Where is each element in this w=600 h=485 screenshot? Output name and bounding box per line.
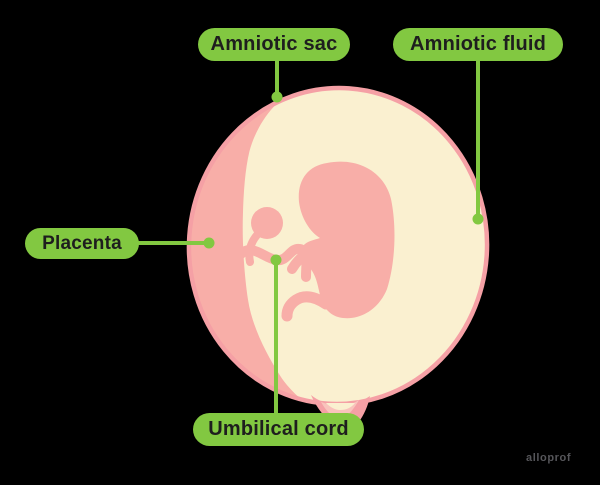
umbilical-cord-squiggle: [236, 243, 312, 282]
umbilical-cord-pointer-dot: [270, 254, 282, 266]
label-placenta: Placenta: [25, 228, 139, 259]
cervix-canal: [326, 403, 355, 410]
label-amniotic-fluid: Amniotic fluid: [393, 28, 563, 61]
umbilical-cord-loop: [251, 207, 283, 239]
placenta-shape: [190, 101, 300, 398]
placenta-pointer-dot: [203, 237, 215, 249]
label-amniotic-sac: Amniotic sac: [198, 28, 350, 61]
fetus-body: [298, 161, 395, 319]
label-umbilical-cord: Umbilical cord: [193, 413, 364, 446]
alloprof-watermark: alloprof: [526, 452, 572, 464]
amniotic-sac-pointer-dot: [271, 91, 283, 103]
amniotic-fluid-pointer-dot: [472, 213, 484, 225]
fetus-leg: [281, 291, 332, 322]
